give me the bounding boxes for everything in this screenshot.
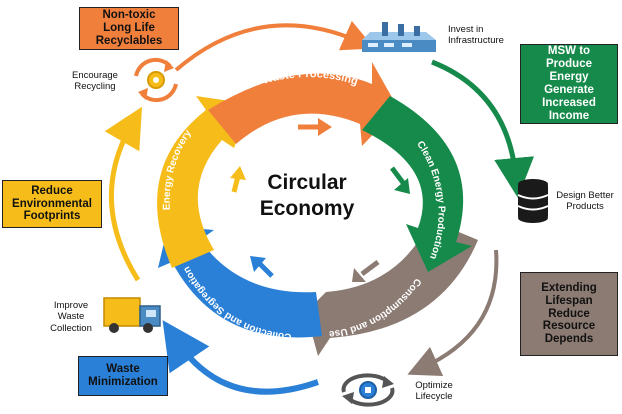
segment-energy-recovery xyxy=(157,96,250,268)
inner-arrow-orange-icon xyxy=(298,118,332,136)
box-msw: MSW to Produce Energy Generate Increased… xyxy=(520,44,618,124)
box-extending: Extending Lifespan Reduce Resource Depen… xyxy=(520,272,618,356)
outer-arrow-blue xyxy=(162,320,319,395)
truck-icon xyxy=(103,297,161,333)
label-encourage: Encourage Recycling xyxy=(72,70,118,93)
box-non-toxic: Non-toxic Long Life Recyclables xyxy=(79,7,179,50)
inner-arrow-yellow-icon xyxy=(230,166,246,193)
outer-arrow-yellow xyxy=(104,106,143,282)
center-title: Circular Economy xyxy=(259,171,355,221)
label-invest: Invest in Infrastructure xyxy=(448,24,504,47)
box-reduce-footprints: Reduce Environmental Footprints xyxy=(2,180,102,228)
inner-arrow-blue-icon xyxy=(250,256,274,278)
label-optimize: Optimize Lifecycle xyxy=(415,380,453,403)
outer-arrow-orange xyxy=(174,20,375,72)
database-icon xyxy=(517,179,549,223)
lifecycle-icon xyxy=(341,373,395,407)
outer-arrow-taupe xyxy=(407,249,499,377)
box-waste-minimization: Waste Minimization xyxy=(78,356,168,396)
label-improve: Improve Waste Collection xyxy=(50,300,92,334)
factory-icon xyxy=(362,22,436,52)
segment-clean-energy xyxy=(362,96,472,272)
inner-arrow-green-icon xyxy=(390,166,410,194)
label-design: Design Better Products xyxy=(556,190,614,213)
inner-arrow-taupe-icon xyxy=(352,260,380,282)
outer-arrow-green xyxy=(431,59,535,198)
recycle-gear-icon xyxy=(134,57,178,103)
segment-waste-processing xyxy=(208,62,398,146)
